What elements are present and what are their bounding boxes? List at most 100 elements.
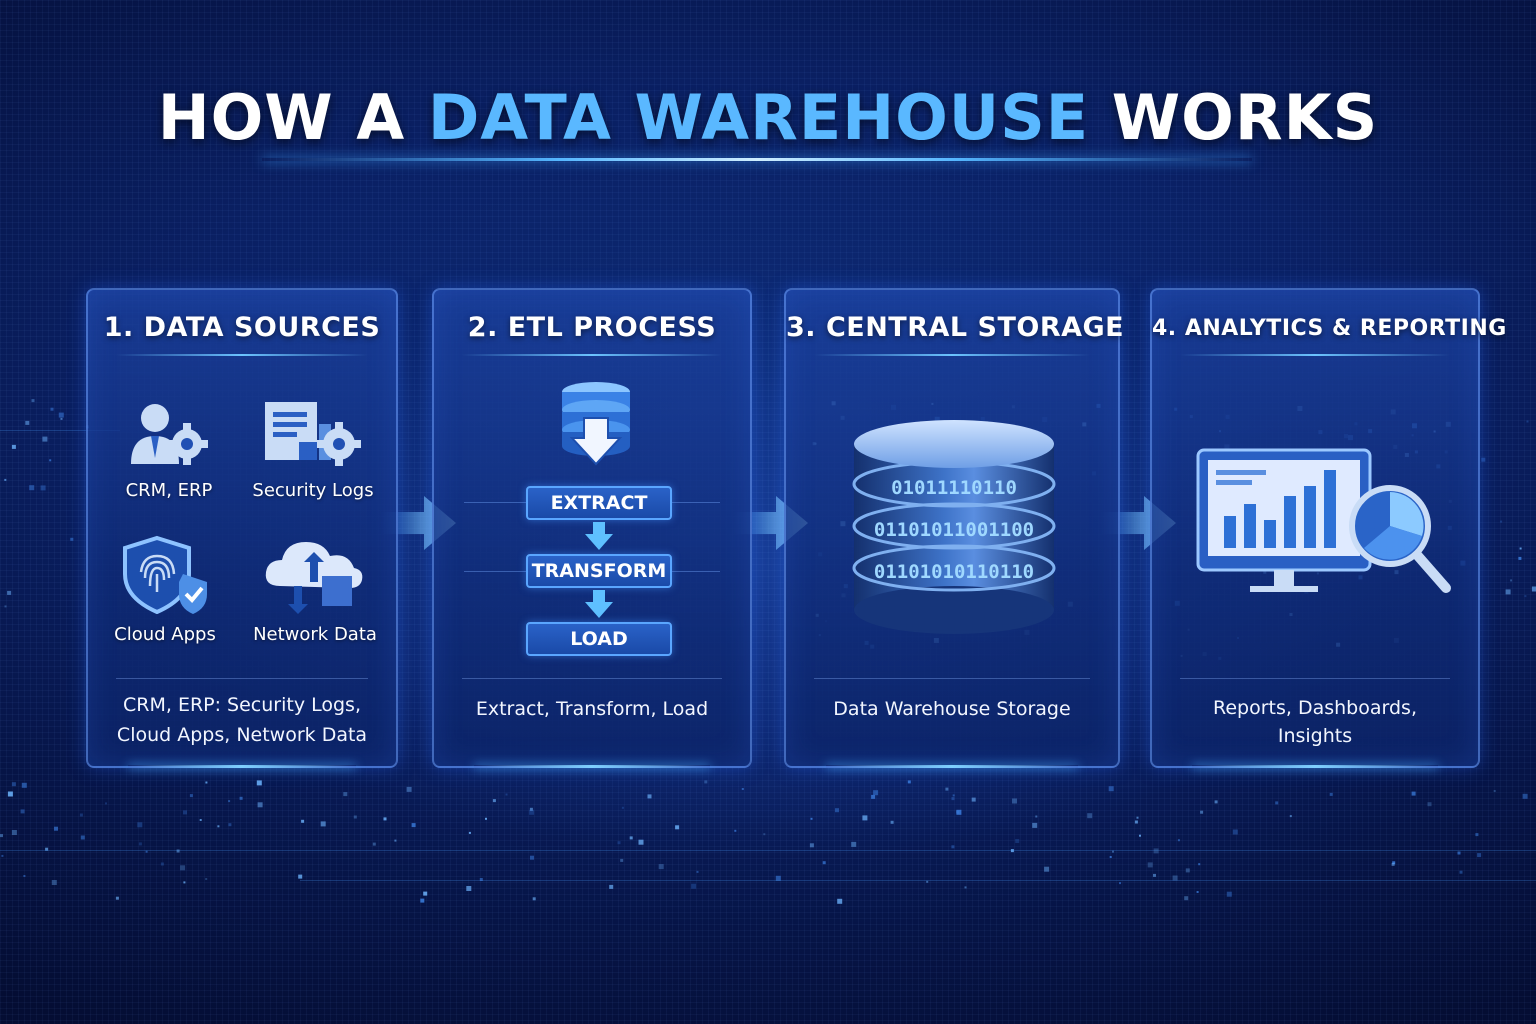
background-dot <box>21 782 27 788</box>
background-dot <box>851 841 857 847</box>
etl-step-extract: EXTRACT <box>526 486 672 520</box>
background-dot <box>1481 457 1486 462</box>
background-dot <box>862 815 868 821</box>
background-dot <box>1185 868 1190 873</box>
binary-row: 01011110110 <box>891 477 1017 499</box>
background-dot <box>199 819 202 821</box>
background-dot <box>1427 802 1432 807</box>
background-dot <box>658 864 664 870</box>
background-dot <box>956 809 962 815</box>
background-dot <box>49 459 52 462</box>
background-dot <box>228 800 231 803</box>
background-dot <box>638 839 644 845</box>
footer-line: CRM, ERP: Security Logs, <box>123 694 361 716</box>
background-dot <box>29 485 35 491</box>
background-dot <box>1109 856 1112 858</box>
background-dot <box>1112 850 1114 853</box>
background-dot <box>138 842 142 846</box>
background-dot <box>837 898 843 904</box>
background-dot <box>956 810 959 814</box>
background-dot <box>189 794 193 798</box>
background-dot <box>466 886 472 891</box>
background-dot <box>1 854 4 857</box>
background-streak <box>300 880 1536 881</box>
background-dot <box>1172 875 1178 881</box>
background-dot <box>160 862 164 866</box>
background-dot <box>1329 792 1333 796</box>
background-dot <box>11 782 16 787</box>
background-dot <box>873 790 879 796</box>
background-dot <box>1139 834 1141 837</box>
background-dot <box>1475 833 1479 837</box>
background-dot <box>1505 589 1511 595</box>
background-dot <box>532 897 536 901</box>
background-dot <box>1214 800 1218 804</box>
background-dot <box>617 841 621 845</box>
divider <box>462 354 722 356</box>
panel-glow <box>1192 765 1438 768</box>
background-dot <box>1226 891 1232 897</box>
background-dot <box>734 829 737 832</box>
binary-database-icon: 01011110110 01101011001100 0110101011011… <box>852 420 1056 634</box>
background-dot <box>485 817 487 820</box>
background-dot <box>479 878 483 881</box>
background-dot <box>1177 839 1180 842</box>
background-dot <box>1391 862 1395 866</box>
background-dot <box>951 845 955 849</box>
background-dot <box>343 792 348 797</box>
source-label: CRM, ERP <box>125 480 213 501</box>
page-title: HOW A DATA WAREHOUSE WORKS <box>0 78 1536 158</box>
background-dot <box>871 794 876 799</box>
background-dot <box>1493 790 1496 792</box>
source-security-logs: Security Logs <box>238 398 388 501</box>
source-cloud-apps: Cloud Apps <box>90 534 240 645</box>
divider <box>116 678 368 679</box>
background-dot <box>80 835 85 840</box>
binary-row: 01101010110110 <box>874 561 1034 583</box>
background-dot <box>809 843 814 848</box>
background-dot <box>45 847 49 851</box>
background-dot <box>1477 853 1482 858</box>
background-dot <box>505 793 508 796</box>
background-dot <box>7 791 13 797</box>
panel-footer: Reports, Dashboards, Insights <box>1152 694 1478 750</box>
panel-heading: 3. CENTRAL STORAGE <box>786 312 1125 343</box>
background-dot <box>137 822 143 828</box>
background-dot <box>176 849 180 853</box>
background-dot <box>205 781 208 784</box>
background-dot <box>406 786 412 792</box>
background-dot <box>217 825 220 828</box>
panel-glow <box>474 765 710 768</box>
background-dot <box>647 794 652 799</box>
background-dot <box>54 826 58 831</box>
etl-step-transform: TRANSFORM <box>526 554 672 588</box>
background-dot <box>530 855 534 860</box>
background-dot <box>609 884 614 889</box>
title-highlight: DATA WAREHOUSE <box>427 81 1090 154</box>
background-dot <box>1200 810 1204 814</box>
background-dot <box>890 820 894 824</box>
background-dot <box>51 880 57 885</box>
footer-line: Insights <box>1277 725 1353 747</box>
background-dot <box>704 780 708 784</box>
background-dot <box>1198 863 1201 866</box>
divider <box>1180 354 1450 356</box>
cloud-transfer-icon <box>265 542 363 614</box>
background-dot <box>239 796 243 800</box>
background-dot <box>320 821 326 827</box>
background-dot <box>1531 586 1536 592</box>
background-dot <box>1459 870 1463 874</box>
arrow-down-icon <box>585 522 613 550</box>
monitor-chart-magnifier-icon <box>1196 448 1451 593</box>
divider <box>1180 678 1450 679</box>
panel-central-storage: 3. CENTRAL STORAGE 01011110110 011010110… <box>784 288 1125 768</box>
panel-etl-process: 2. ETL PROCESS EXTRACT TRANSFORM LOAD Ex… <box>432 288 752 768</box>
etl-step-load: LOAD <box>526 622 672 656</box>
background-dot <box>971 797 976 802</box>
background-dot <box>1500 520 1503 523</box>
background-dot <box>810 817 813 820</box>
background-dot <box>1184 896 1189 901</box>
background-dot <box>180 865 186 871</box>
background-dot <box>951 797 955 801</box>
background-dot <box>115 896 119 900</box>
